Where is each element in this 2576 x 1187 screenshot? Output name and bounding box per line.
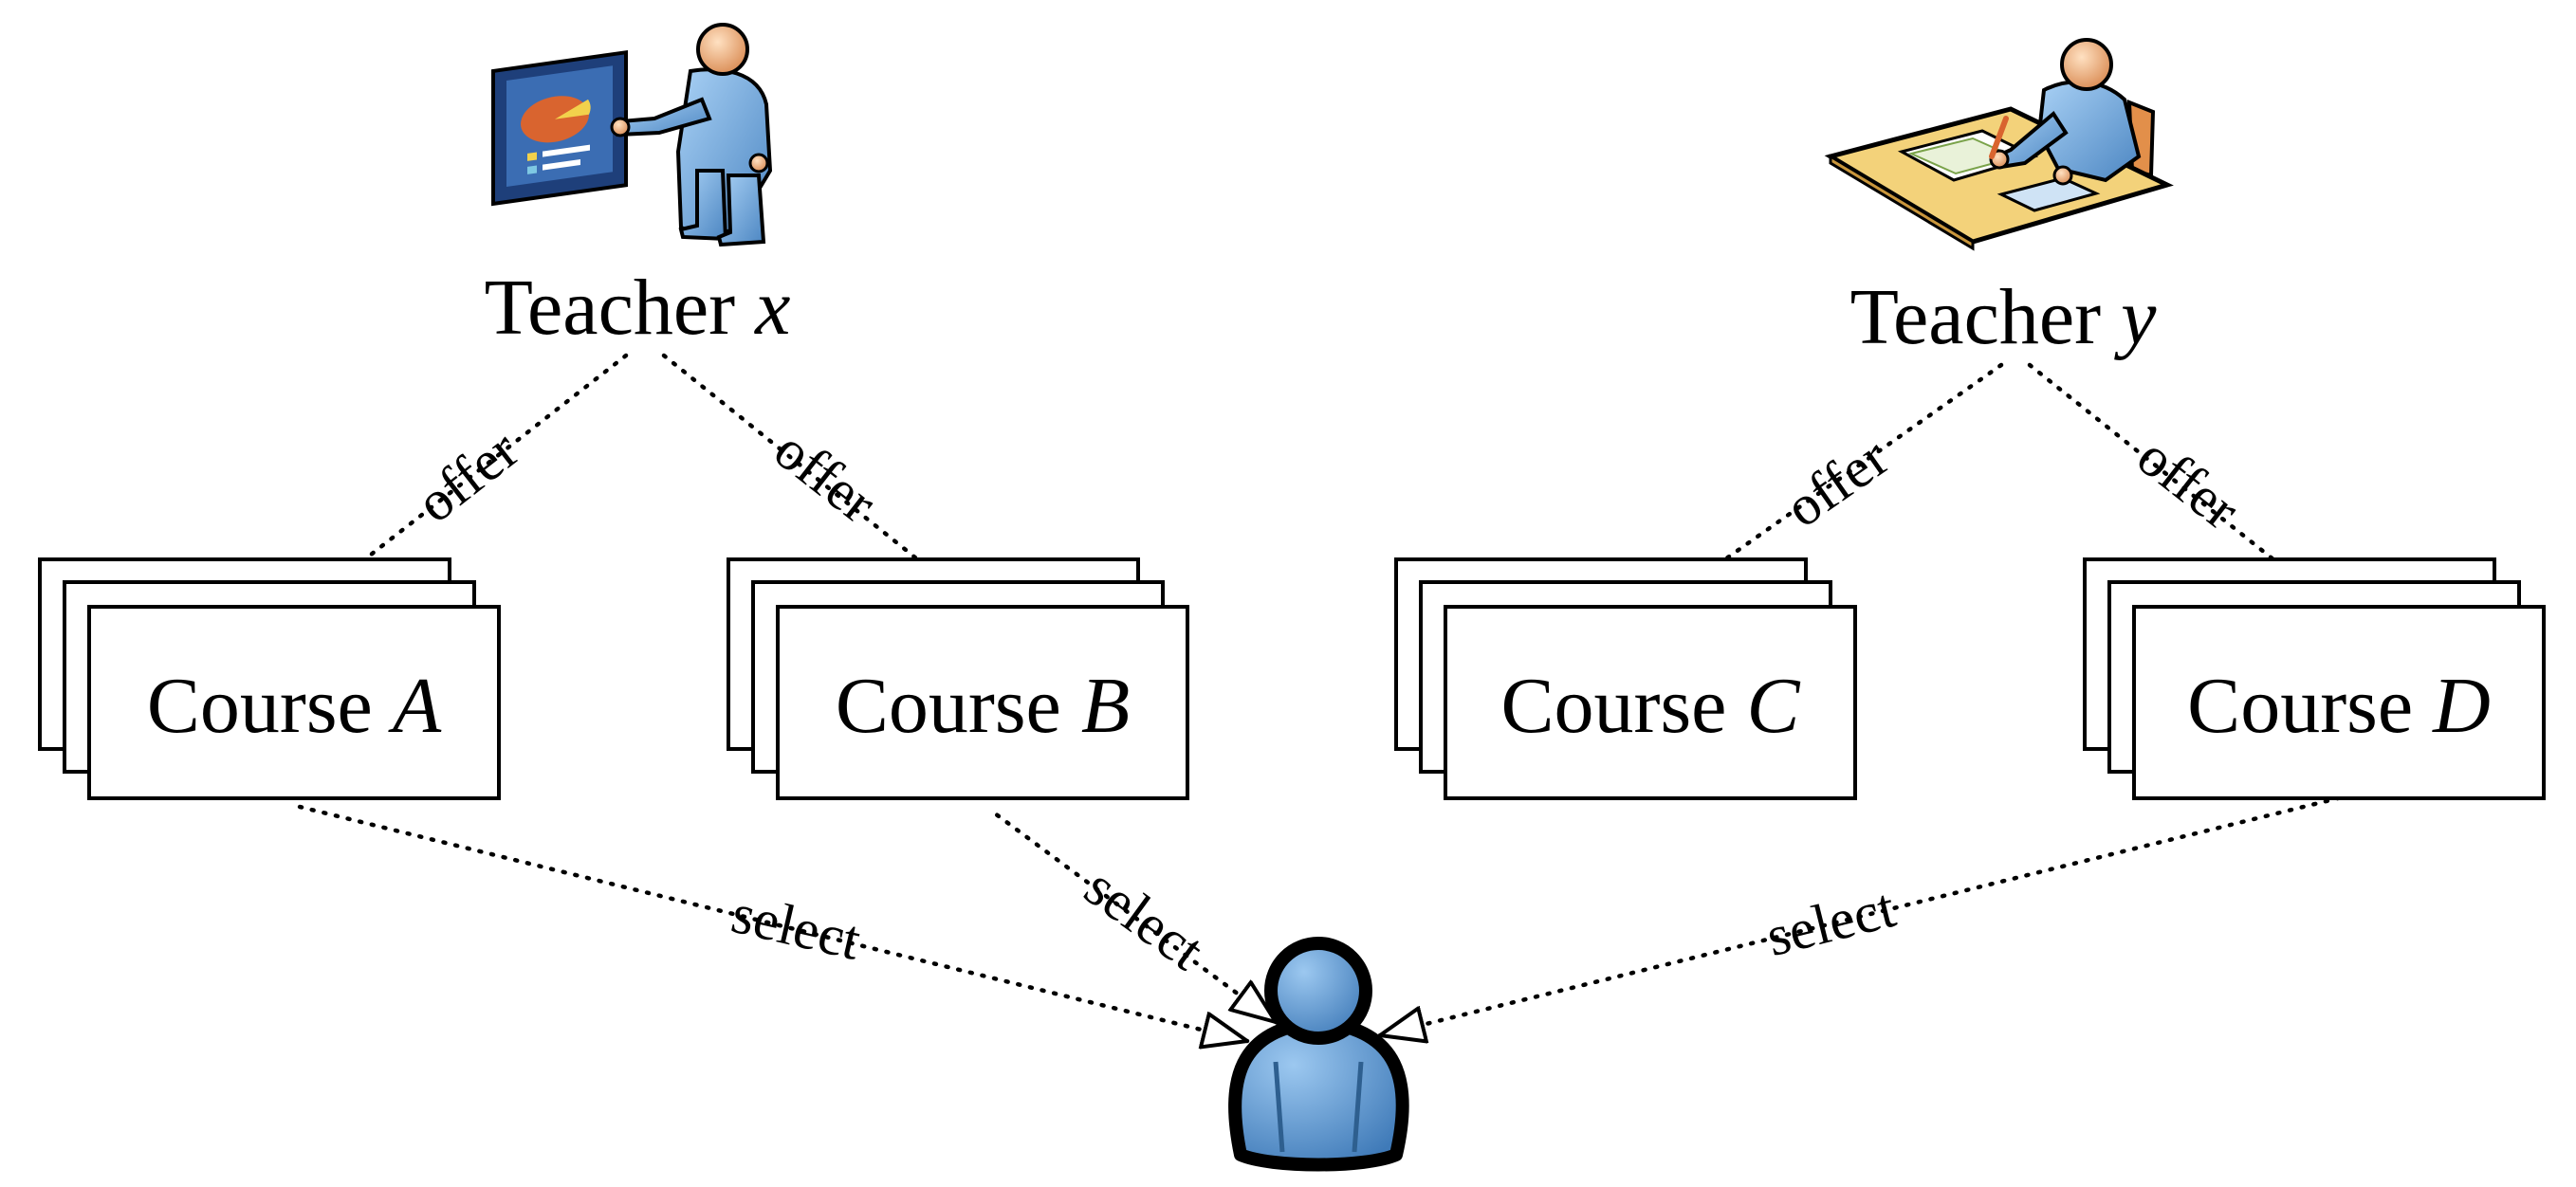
offer-label: offer bbox=[763, 418, 888, 535]
teacher-presenting-icon bbox=[491, 23, 773, 247]
course-d-label: Course D bbox=[2187, 662, 2491, 750]
course-a-label: Course A bbox=[147, 662, 442, 750]
select-label: select bbox=[727, 882, 867, 972]
offer-label: offer bbox=[2125, 425, 2251, 541]
course-card bbox=[87, 605, 501, 800]
course-b-label: Course B bbox=[836, 662, 1130, 750]
course-stack-D: Course D bbox=[2083, 557, 2546, 800]
course-card bbox=[1444, 605, 1857, 800]
course-card bbox=[776, 605, 1189, 800]
course-stack-C: Course C bbox=[1394, 557, 1857, 800]
teacher-x-label: Teacher x bbox=[485, 264, 791, 352]
course-card bbox=[2132, 605, 2546, 800]
teacher-writing-icon bbox=[1824, 38, 2174, 251]
offer-label: offer bbox=[405, 418, 530, 535]
course-stack-B: Course B bbox=[727, 557, 1189, 800]
select-label: select bbox=[1760, 876, 1902, 968]
course-stack-A: Course A bbox=[38, 557, 501, 800]
course-c-label: Course C bbox=[1500, 662, 1800, 750]
student-user-icon bbox=[1228, 937, 1409, 1172]
teacher-y-label: Teacher y bbox=[1850, 273, 2158, 361]
offer-label: offer bbox=[1774, 425, 1899, 539]
edge-select-student-D: select bbox=[1380, 795, 2341, 1035]
edge-select-student-B: select bbox=[988, 808, 1276, 1022]
